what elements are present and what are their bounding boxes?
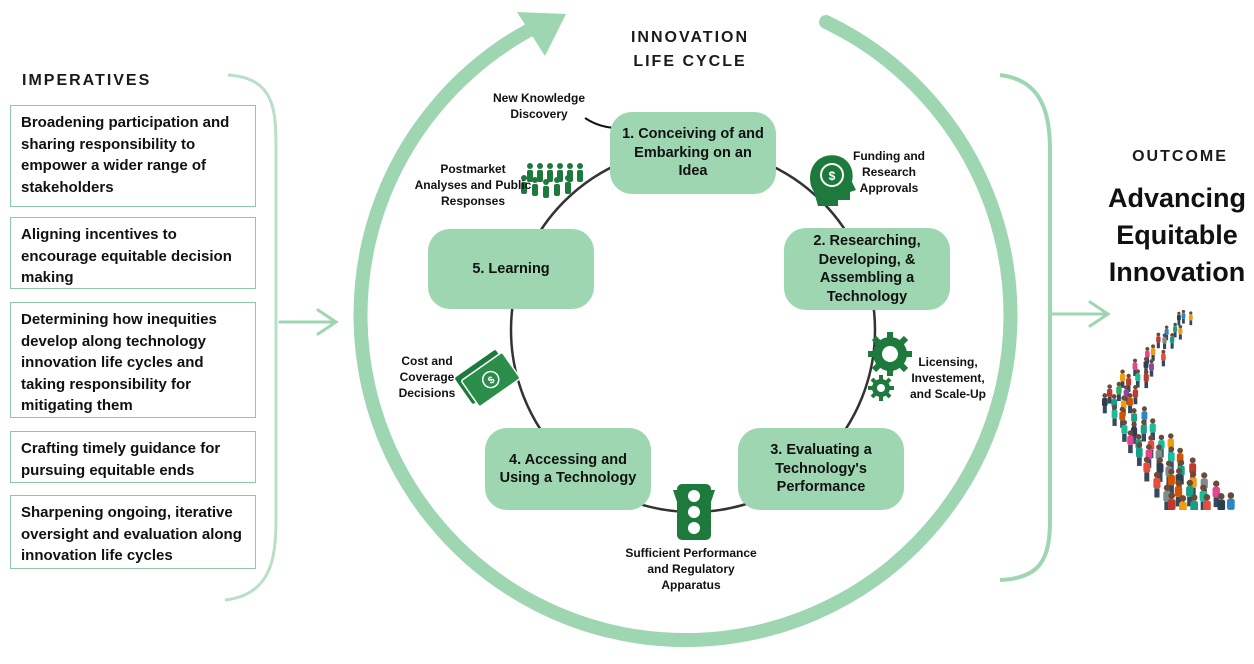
people-group-icon [521, 163, 583, 198]
cycle-heading-line2: LIFE CYCLE [633, 53, 747, 70]
crowd-person [1174, 479, 1183, 507]
crowd-person [1132, 384, 1139, 405]
stage-4-node: 4. Accessing and Using a Technology [485, 428, 651, 510]
crowd-person [1140, 419, 1147, 442]
svg-text:$: $ [829, 169, 836, 183]
stage-2-node: 2. Researching, Developing, & Assembling… [784, 228, 950, 310]
traffic-light-icon [673, 484, 715, 540]
outcome-bracket [999, 73, 1052, 582]
imperatives-heading: IMPERATIVES [22, 72, 152, 89]
crowd-person [1111, 404, 1118, 426]
cost-coverage-label: Cost and Coverage Decisions [398, 354, 456, 400]
crowd-person [1167, 468, 1175, 495]
outcome-title: Advancing Equitable Innovation [1100, 180, 1254, 291]
cash-icon: $ [455, 350, 521, 407]
crowd-person [1101, 393, 1108, 414]
imperative-item: Aligning incentives to encourage equitab… [10, 217, 256, 289]
crowd-person [1164, 325, 1169, 341]
imperative-item: Crafting timely guidance for pursuing eq… [10, 431, 256, 483]
imperatives-bracket [224, 73, 278, 602]
stage-5-node: 5. Learning [428, 229, 594, 309]
crowd-person [1119, 369, 1126, 388]
licensing-label: Licensing, Investement, and Scale-Up [909, 355, 987, 401]
crowd-person [1121, 419, 1128, 442]
outcome-title-line1: Advancing [1107, 183, 1247, 213]
crowd-person [1179, 495, 1187, 510]
crowd-person [1156, 457, 1164, 482]
crowd-person [1126, 373, 1132, 393]
funding-label: Funding and Research Approvals [853, 149, 925, 195]
outer-cycle-arc [353, 15, 1018, 647]
crowd-person [1116, 381, 1122, 402]
crowd-person [1167, 492, 1176, 510]
crowd-person [1167, 446, 1175, 471]
outcome-heading: OUTCOME [1132, 148, 1228, 165]
crowd-person [1143, 456, 1151, 482]
crowd-person [1190, 494, 1199, 510]
crowd-person [1156, 332, 1161, 349]
outer-cycle-arrowhead [517, 12, 566, 56]
crowd-person [1203, 493, 1211, 510]
crowd-person [1176, 311, 1181, 326]
crowd-person [1127, 430, 1134, 454]
outcome-arrow [1050, 300, 1111, 328]
imperative-item: Sharpening ongoing, iterative oversight … [10, 495, 256, 569]
gears-icon [868, 332, 912, 401]
outcome-title-line3: Innovation [1108, 257, 1246, 287]
imperative-item: Determining how inequities develop along… [10, 302, 256, 418]
crowd-person [1217, 493, 1226, 510]
crowd-person [1119, 406, 1126, 428]
cycle-heading: INNOVATION LIFE CYCLE [610, 26, 770, 74]
crowd-person [1163, 484, 1171, 510]
crowd-person [1181, 309, 1186, 324]
money-head-icon: $ [810, 155, 856, 206]
crowd-person [1123, 385, 1130, 405]
crowd-person [1161, 349, 1166, 367]
outcome-title-line2: Equitable [1116, 220, 1238, 250]
crowd-person [1153, 471, 1161, 498]
crowd-person [1188, 311, 1193, 326]
imperative-item: Broadening participation and sharing res… [10, 105, 256, 207]
crowd-person [1212, 480, 1220, 508]
crowd-person [1186, 479, 1194, 507]
crowd-person [1149, 359, 1154, 377]
crowd-person [1127, 393, 1133, 414]
crowd-person [1135, 442, 1143, 466]
crowd-person [1106, 384, 1113, 404]
stage-1-node: 1. Conceiving of and Embarking on an Ide… [610, 112, 776, 194]
crowd-person [1143, 369, 1149, 389]
crowd-person [1135, 369, 1141, 388]
crowd-person [1162, 333, 1167, 350]
crowd-person [1169, 333, 1175, 349]
crowd-illustration [1101, 309, 1235, 510]
postmarket-label: Postmarket Analyses and Public Responses [414, 162, 532, 208]
cycle-heading-line1: INNOVATION [630, 29, 750, 46]
crowd-person [1178, 324, 1183, 340]
regulatory-label: Sufficient Performance and Regulatory Ap… [625, 546, 757, 592]
crowd-person [1132, 358, 1138, 376]
svg-text:$: $ [486, 374, 497, 386]
imperatives-arrow [278, 308, 339, 336]
crowd-person [1173, 322, 1178, 338]
discovery-label: New Knowledge Discovery [492, 91, 585, 121]
stage-3-node: 3. Evaluating a Technology's Performance [738, 428, 904, 510]
crowd-person [1227, 492, 1235, 510]
crowd-person [1150, 344, 1156, 361]
